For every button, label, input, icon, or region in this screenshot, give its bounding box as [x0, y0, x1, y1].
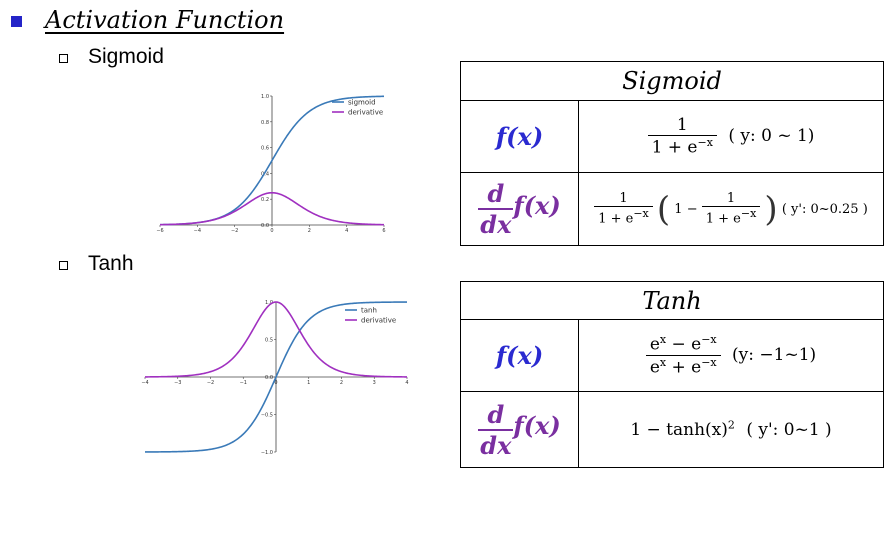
sigmoid-fx-range: ( y: 0 ~ 1) — [728, 126, 815, 146]
sigmoid-fx-den-base: 1 + e — [651, 137, 698, 158]
y-tick-label: −1.0 — [261, 450, 273, 456]
sigmoid-dfx-fraction-1: 1 1 + e−x — [594, 191, 653, 227]
tanh-dfx-label: d dx f(x) — [478, 400, 561, 460]
x-tick-label: −2 — [231, 228, 238, 234]
sigmoid-dx-label: dx — [478, 208, 514, 239]
x-tick-label: −2 — [207, 380, 214, 386]
tanh-table: Tanh f(x) ex − e−x ex + e−x (y: −1~1) d … — [460, 281, 884, 468]
tanh-chart: −4 −3 −2 −1 0 1 2 3 4 −1.0 −0.5 0.0 0.5 1.0 tanh deriva… — [141, 300, 408, 456]
tanh-fx-label-cell: f(x) — [460, 319, 579, 392]
section-label-tanh: Tanh — [88, 252, 134, 275]
series-line-derivative — [144, 301, 408, 378]
sigmoid-fx-numerator: 1 — [676, 115, 688, 136]
sigmoid-chart: −6 −4 −2 0 2 4 6 0.0 0.2 0.4 0.6 0.8 1.0 sigmoid deriv… — [156, 94, 385, 234]
x-tick-label: 6 — [382, 228, 385, 234]
sigmoid-dfx-den1: 1 + e−x — [594, 206, 653, 227]
tanh-fx-denominator: ex + e−x — [645, 355, 721, 378]
sigmoid-fx-den-exp: −x — [697, 136, 713, 150]
sigmoid-d-label: d — [487, 179, 505, 208]
x-tick-label: 1 — [307, 380, 310, 386]
tanh-dfx-fx: f(x) — [513, 411, 561, 440]
tanh-fx-den-b-exp: −x — [701, 356, 717, 369]
x-tick-label: 4 — [345, 228, 348, 234]
tanh-d-label: d — [487, 399, 505, 429]
sigmoid-dfx-label: d dx f(x) — [478, 179, 561, 239]
tanh-dfx-range: ( y': 0~1 ) — [746, 420, 832, 441]
x-tick-label: −6 — [156, 228, 163, 234]
tanh-fx-den-a: e — [649, 357, 660, 378]
tanh-dfx-exp: 2 — [727, 418, 735, 432]
section-label-sigmoid: Sigmoid — [88, 45, 164, 68]
tanh-fx-num-a: e — [649, 335, 660, 355]
y-tick-label: 0.5 — [265, 338, 273, 344]
sigmoid-dfx-num2: 1 — [726, 191, 736, 207]
sigmoid-dfx-num1: 1 — [619, 191, 628, 207]
legend-label-sigmoid: sigmoid — [348, 99, 376, 107]
tanh-table-header: Tanh — [460, 281, 884, 320]
sigmoid-dfx-close-paren: ) — [764, 189, 778, 229]
y-tick-label: 0.2 — [261, 197, 269, 203]
sigmoid-dfx-den2-exp: −x — [740, 207, 757, 221]
legend-label-tanh: tanh — [361, 307, 377, 315]
tanh-fx-numerator: ex − e−x — [646, 333, 721, 355]
x-tick-label: 3 — [373, 380, 376, 386]
tanh-dfx-expr: 1 − tanh(x) — [630, 420, 728, 441]
tanh-dfx-label-cell: d dx f(x) — [460, 391, 579, 468]
tanh-dx-label: dx — [478, 428, 514, 460]
tanh-fx-num-a-exp: x — [659, 333, 667, 347]
tanh-fx-den-op: + e — [666, 357, 702, 378]
y-tick-label: 0.8 — [261, 120, 269, 126]
y-tick-label: 1.0 — [261, 94, 269, 100]
x-tick-label: 2 — [340, 380, 343, 386]
y-tick-label: 0.0 — [261, 223, 269, 229]
sigmoid-dfx-fraction-2: 1 1 + e−x — [701, 191, 761, 227]
sigmoid-fx-denominator: 1 + e−x — [647, 135, 717, 158]
sigmoid-fx-fraction: 1 1 + e−x — [647, 115, 717, 158]
x-tick-label: −1 — [240, 380, 247, 386]
sigmoid-dfx-den2-base: 1 + e — [705, 211, 741, 227]
sigmoid-table-header: Sigmoid — [460, 61, 884, 101]
x-tick-label: −3 — [174, 380, 181, 386]
tanh-fx-label: f(x) — [495, 341, 544, 370]
sigmoid-fx-label: f(x) — [495, 122, 544, 151]
tanh-fx-num-b-exp: −x — [701, 333, 717, 347]
tanh-fx-fraction: ex − e−x ex + e−x — [645, 333, 721, 378]
sigmoid-dfx-open-paren: ( — [656, 189, 671, 229]
series-line-derivative — [159, 191, 385, 226]
tanh-dfx-formula-cell: 1 − tanh(x)2 ( y': 0~1 ) — [578, 391, 884, 468]
tanh-fx-num-op: − e — [666, 335, 702, 355]
sigmoid-dfx-formula-cell: 1 1 + e−x ( 1 − 1 1 + e−x ) ( y': 0~0.25… — [578, 172, 884, 246]
y-tick-label: 0.6 — [261, 146, 269, 152]
x-tick-label: 4 — [405, 380, 408, 386]
sigmoid-dfx-one-minus: 1 − — [674, 201, 698, 217]
y-tick-label: −0.5 — [261, 413, 273, 419]
legend-label-derivative: derivative — [361, 317, 396, 325]
y-tick-label: 0.4 — [261, 171, 269, 177]
sigmoid-dfx-fx: f(x) — [513, 190, 561, 220]
checkbox-bullet-icon — [59, 261, 68, 270]
tanh-fx-range: (y: −1~1) — [732, 345, 817, 365]
checkbox-bullet-icon — [59, 54, 68, 63]
sigmoid-table: Sigmoid f(x) 1 1 + e−x ( y: 0 ~ 1) d dx … — [460, 61, 884, 246]
sigmoid-fx-label-cell: f(x) — [460, 100, 579, 173]
x-tick-label: 2 — [308, 228, 311, 234]
sigmoid-dfx-range: ( y': 0~0.25 ) — [781, 201, 868, 217]
tanh-fx-formula-cell: ex − e−x ex + e−x (y: −1~1) — [578, 319, 884, 392]
x-tick-label: −4 — [141, 380, 148, 386]
x-tick-label: 0 — [274, 380, 277, 386]
sigmoid-dfx-label-cell: d dx f(x) — [460, 172, 579, 246]
series-line-tanh — [145, 301, 407, 453]
sigmoid-dfx-den1-exp: −x — [633, 207, 649, 221]
heading-bullet-icon — [11, 16, 22, 27]
sigmoid-dfx-den1-base: 1 + e — [598, 211, 634, 227]
sigmoid-dfx-den2: 1 + e−x — [701, 206, 761, 227]
legend-label-derivative: derivative — [348, 109, 383, 117]
x-tick-label: 0 — [270, 228, 273, 234]
sigmoid-fx-formula-cell: 1 1 + e−x ( y: 0 ~ 1) — [578, 100, 884, 173]
y-tick-label: 0.0 — [265, 375, 273, 381]
y-tick-label: 1.0 — [265, 300, 273, 306]
x-tick-label: −4 — [194, 228, 201, 234]
page-title: Activation Function — [45, 6, 285, 34]
tanh-fx-den-a-exp: x — [659, 356, 667, 369]
